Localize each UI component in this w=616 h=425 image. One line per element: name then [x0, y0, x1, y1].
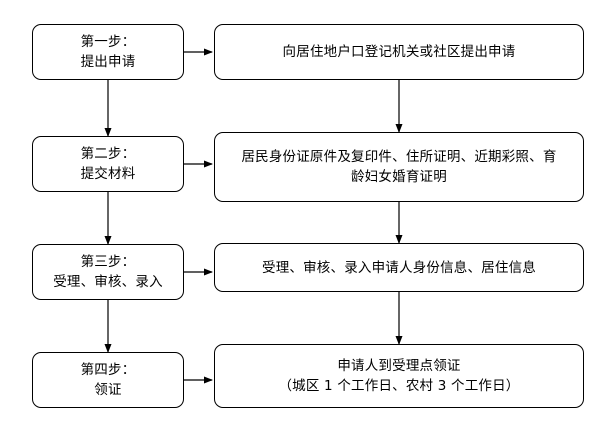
- step-2-box[interactable]: 第二步： 提交材料: [32, 136, 184, 192]
- step-4-box[interactable]: 第四步： 领证: [32, 352, 184, 408]
- step-2-detail-box[interactable]: 居民身份证原件及复印件、住所证明、近期彩照、育 龄妇女婚育证明: [214, 132, 584, 202]
- step-3-box[interactable]: 第三步： 受理、审核、录入: [32, 244, 184, 300]
- step-4-detail-box[interactable]: 申请人到受理点领证 （城区 1 个工作日、农村 3 个工作日）: [214, 344, 584, 408]
- step-1-box[interactable]: 第一步： 提出申请: [32, 24, 184, 80]
- step-3-detail-box[interactable]: 受理、审核、录入申请人身份信息、居住信息: [214, 243, 584, 292]
- step-1-detail-box[interactable]: 向居住地户口登记机关或社区提出申请: [214, 24, 584, 80]
